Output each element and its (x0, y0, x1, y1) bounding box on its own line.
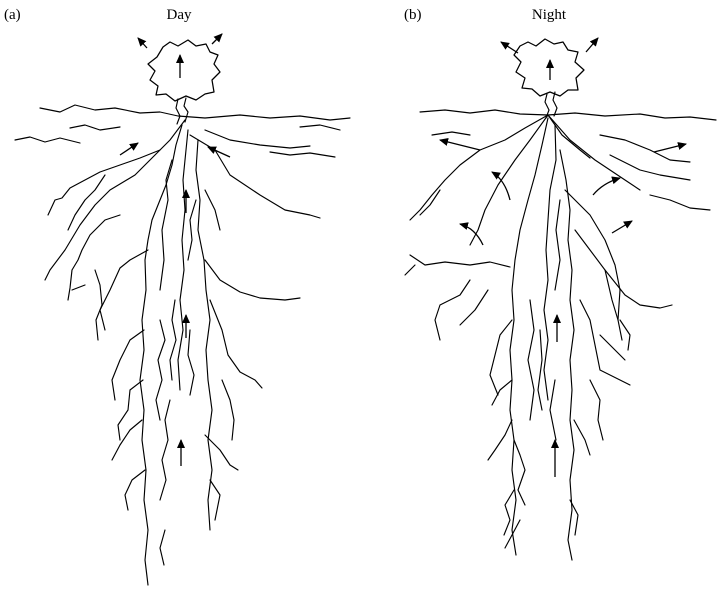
panel-a-shoot (148, 40, 220, 101)
panel-b-roots (405, 110, 716, 560)
transpiration-arrow-left (138, 38, 147, 48)
panel-b-shoot (514, 39, 584, 96)
transpiration-arrow-left-night (501, 42, 518, 53)
panel-a-flow-arrows (120, 34, 230, 466)
redistribution-arrow-lower-right (612, 221, 632, 233)
panel-a: (a) Day (4, 7, 350, 585)
panel-b-label: (b) (404, 7, 422, 23)
uptake-arrow-right (208, 147, 230, 157)
redistribution-arrow-right (593, 178, 620, 195)
transpiration-arrow-right-night (586, 38, 598, 52)
panel-b-flow-arrows (440, 38, 686, 477)
redistribution-arrow-left (492, 172, 510, 200)
uptake-arrow-left (120, 143, 138, 155)
panel-a-label: (a) (4, 7, 21, 23)
panel-b: (b) Night (404, 7, 716, 560)
panel-a-roots (15, 105, 350, 585)
transpiration-arrow-right (212, 34, 222, 44)
redistribution-arrow-upper-right (654, 144, 686, 152)
panel-a-stem (176, 98, 188, 124)
panel-b-title: Night (532, 7, 567, 23)
panel-a-title: Day (167, 7, 192, 23)
redistribution-arrow-upper-left (440, 140, 480, 150)
